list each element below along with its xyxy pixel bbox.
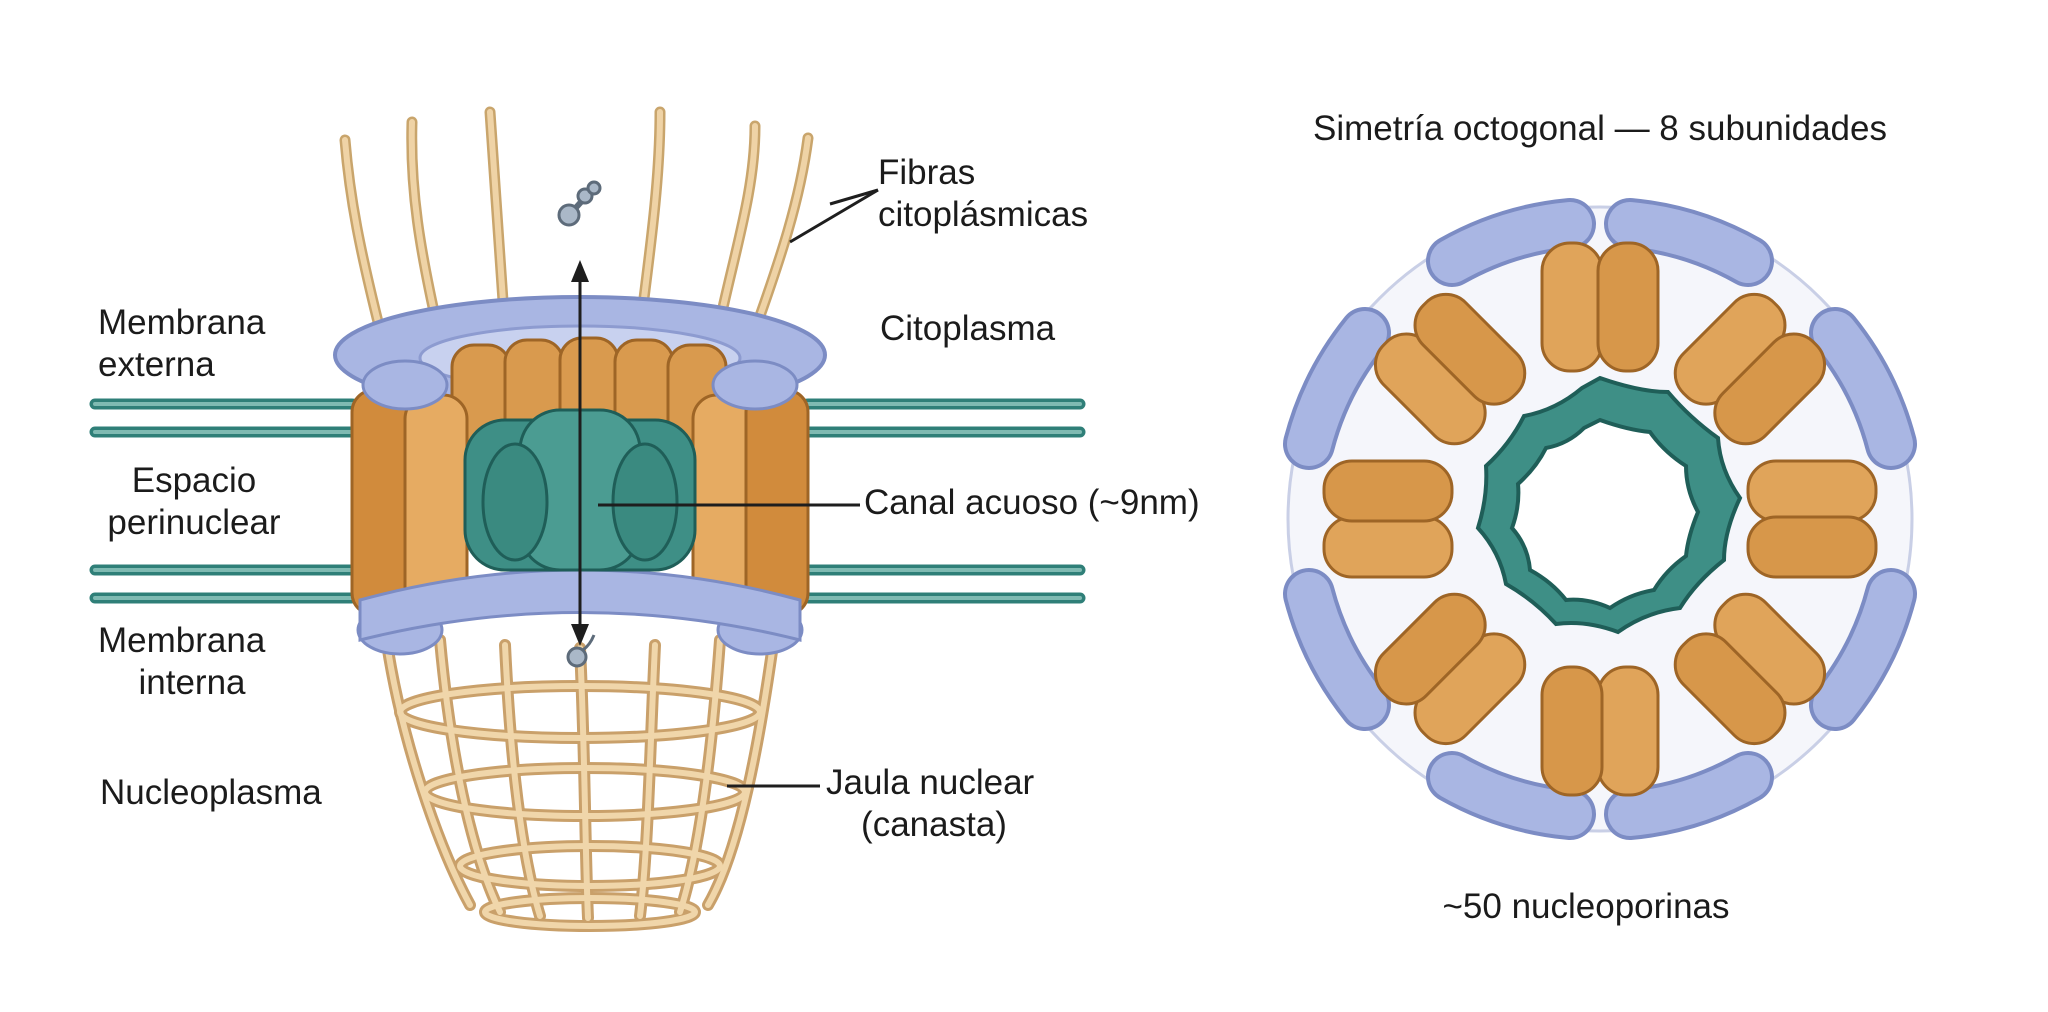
nuclear-basket [379,624,781,932]
label-inner-membrane-line1: Membrana [98,621,266,660]
label-nucleoplasm: Nucleoplasma [100,773,322,812]
label-nucleoporins: ~50 nucleoporinas [1442,887,1730,926]
label-fibers-line1: Fibras [878,153,976,192]
outer-ring-segments [1283,198,1917,840]
label-basket-line1: Jaula nuclear [826,763,1035,802]
label-perinuclear-line1: Espacio [131,461,257,500]
label-perinuclear-line2: perinuclear [107,503,281,542]
label-cytoplasm: Citoplasma [880,309,1056,348]
label-inner-membrane-line2: interna [138,663,246,702]
label-aqueous-channel: Canal acuoso (~9nm) [864,483,1200,522]
label-fibers-line2: citoplásmicas [878,195,1089,234]
cargo-molecule-top [557,180,602,227]
cytoplasmic-fibers [339,106,814,336]
octagonal-subunits [1322,241,1878,797]
leader-lines [598,188,879,788]
transport-arrow [571,260,589,646]
label-outer-membrane-line2: externa [98,345,215,384]
label-outer-membrane-line1: Membrana [98,303,266,342]
central-teal-ring [1475,375,1743,635]
label-symmetry-title: Simetría octogonal — 8 subunidades [1313,109,1887,148]
cargo-molecule-bottom [566,634,596,668]
top-view-diagram [1283,198,1917,840]
label-basket-line2: (canasta) [861,805,1007,844]
